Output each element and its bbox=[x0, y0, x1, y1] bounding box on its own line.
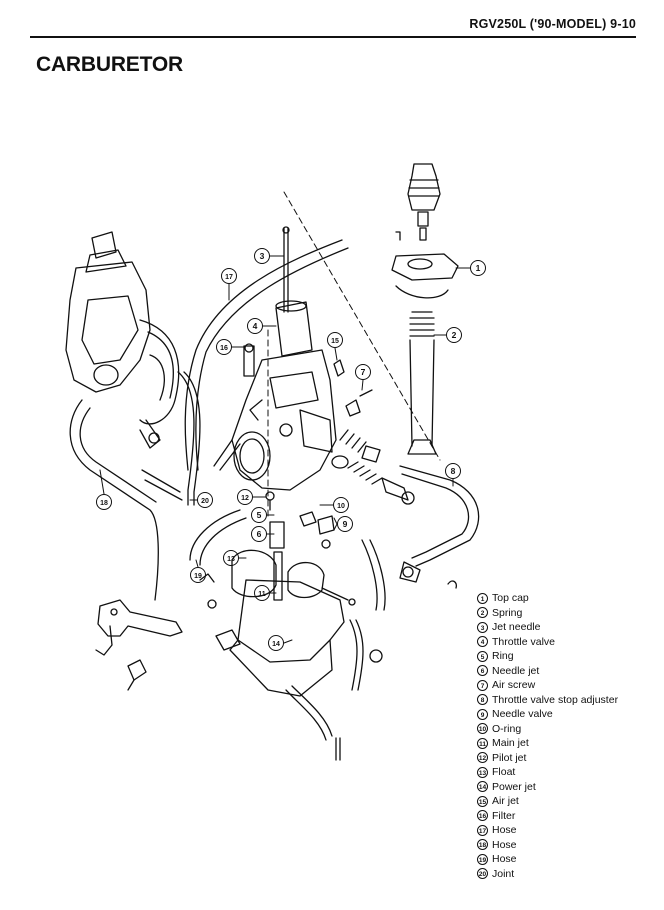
callout-label: 9 bbox=[343, 519, 348, 529]
callout-label: 1 bbox=[476, 263, 481, 273]
callout-label: 15 bbox=[331, 338, 339, 345]
legend-number: 5 bbox=[477, 650, 488, 662]
legend-item: 4 Throttle valve bbox=[477, 635, 657, 650]
mounting-bracket-illustration bbox=[95, 599, 183, 691]
legend-label: Jet needle bbox=[492, 621, 541, 634]
throttle-cable-illustration bbox=[399, 465, 480, 589]
legend-label: Float bbox=[492, 766, 516, 779]
top-cap-and-spring-illustration bbox=[391, 163, 459, 455]
callout-label: 6 bbox=[257, 529, 262, 539]
page-header: RGV250L ('90-MODEL) 9-10 bbox=[30, 14, 636, 38]
legend-item: 14 Power jet bbox=[477, 780, 657, 795]
legend-label: Needle valve bbox=[492, 708, 553, 721]
stop-adjuster-illustration bbox=[331, 455, 415, 505]
callout-label: 19 bbox=[194, 573, 202, 580]
legend-label: Spring bbox=[492, 606, 523, 619]
legend-item: 16 Filter bbox=[477, 809, 657, 824]
legend-label: Ring bbox=[492, 650, 514, 663]
callout-label: 18 bbox=[100, 500, 108, 507]
legend-label: Needle jet bbox=[492, 664, 540, 677]
callout-label: 13 bbox=[227, 556, 235, 563]
callout-label: 12 bbox=[241, 495, 249, 502]
callout-label: 3 bbox=[260, 251, 265, 261]
legend-number: 1 bbox=[477, 592, 488, 604]
legend-item: 13 Float bbox=[477, 765, 657, 780]
page-reference: RGV250L ('90-MODEL) 9-10 bbox=[469, 17, 636, 31]
legend-item: 9 Needle valve bbox=[477, 707, 657, 722]
legend-label: Air jet bbox=[492, 795, 519, 808]
assembled-carburetor-illustration bbox=[65, 231, 201, 506]
legend-label: Hose bbox=[492, 824, 517, 837]
legend-number: 12 bbox=[477, 752, 488, 764]
legend-item: 10 O-ring bbox=[477, 722, 657, 737]
legend-number: 15 bbox=[477, 795, 488, 807]
legend-number: 4 bbox=[477, 636, 488, 648]
air-screw-illustration bbox=[339, 389, 381, 463]
callout-label: 11 bbox=[258, 591, 266, 598]
legend-label: Throttle valve bbox=[492, 635, 556, 648]
legend-item: 17 Hose bbox=[477, 823, 657, 838]
legend-number: 9 bbox=[477, 708, 488, 720]
legend-label: Throttle valve stop adjuster bbox=[492, 693, 619, 706]
legend-number: 18 bbox=[477, 839, 488, 851]
callout-label: 10 bbox=[337, 503, 345, 510]
legend-number: 19 bbox=[477, 853, 488, 865]
callout-label: 2 bbox=[452, 330, 457, 340]
legend-item: 1 Top cap bbox=[477, 591, 657, 606]
legend-number: 20 bbox=[477, 868, 488, 880]
callout-label: 20 bbox=[201, 498, 209, 505]
callout-label: 8 bbox=[451, 466, 456, 476]
legend-label: Top cap bbox=[492, 592, 529, 605]
legend-number: 17 bbox=[477, 824, 488, 836]
callout-label: 4 bbox=[253, 321, 258, 331]
hose-18-illustration bbox=[69, 399, 183, 601]
callout-label: 5 bbox=[257, 510, 262, 520]
legend-number: 2 bbox=[477, 607, 488, 619]
hose-17-illustration bbox=[184, 239, 349, 471]
small-jets-illustration bbox=[243, 343, 345, 377]
legend-item: 12 Pilot jet bbox=[477, 751, 657, 766]
page-title: CARBURETOR bbox=[36, 53, 183, 76]
legend-label: Air screw bbox=[492, 679, 536, 692]
legend-label: Hose bbox=[492, 838, 517, 851]
legend-item: 5 Ring bbox=[477, 649, 657, 664]
legend-label: Pilot jet bbox=[492, 751, 527, 764]
legend-label: Joint bbox=[492, 867, 515, 880]
legend-number: 14 bbox=[477, 781, 488, 793]
legend-label: Power jet bbox=[492, 780, 536, 793]
legend-item: 7 Air screw bbox=[477, 678, 657, 693]
legend-label: Filter bbox=[492, 809, 516, 822]
legend-label: Hose bbox=[492, 853, 517, 866]
legend-item: 19 Hose bbox=[477, 852, 657, 867]
legend-number: 7 bbox=[477, 679, 488, 691]
legend-label: Main jet bbox=[492, 737, 529, 750]
legend-item: 3 Jet needle bbox=[477, 620, 657, 635]
callout-markers: 1 2 3 4 5 6 7 8 9 10 11 12 bbox=[96, 248, 486, 651]
legend-number: 11 bbox=[477, 737, 488, 749]
float-chamber-illustration bbox=[199, 491, 356, 697]
legend-item: 6 Needle jet bbox=[477, 664, 657, 679]
legend-number: 6 bbox=[477, 665, 488, 677]
callout-label: 14 bbox=[272, 641, 280, 648]
legend-item: 8 Throttle valve stop adjuster bbox=[477, 693, 657, 708]
legend-number: 8 bbox=[477, 694, 488, 706]
callout-label: 16 bbox=[220, 345, 228, 352]
legend-number: 16 bbox=[477, 810, 488, 822]
callout-label: 7 bbox=[361, 367, 366, 377]
legend-item: 11 Main jet bbox=[477, 736, 657, 751]
legend-item: 18 Hose bbox=[477, 838, 657, 853]
throttle-valve-group-illustration bbox=[275, 226, 313, 357]
callout-label: 17 bbox=[225, 274, 233, 281]
legend-item: 15 Air jet bbox=[477, 794, 657, 809]
legend-item: 20 Joint bbox=[477, 867, 657, 882]
drain-hoses-illustration bbox=[189, 439, 386, 761]
legend-number: 13 bbox=[477, 766, 488, 778]
legend-label: O-ring bbox=[492, 722, 522, 735]
legend-number: 10 bbox=[477, 723, 488, 735]
legend-number: 3 bbox=[477, 621, 488, 633]
legend-item: 2 Spring bbox=[477, 606, 657, 621]
carburetor-body-illustration bbox=[231, 349, 337, 491]
